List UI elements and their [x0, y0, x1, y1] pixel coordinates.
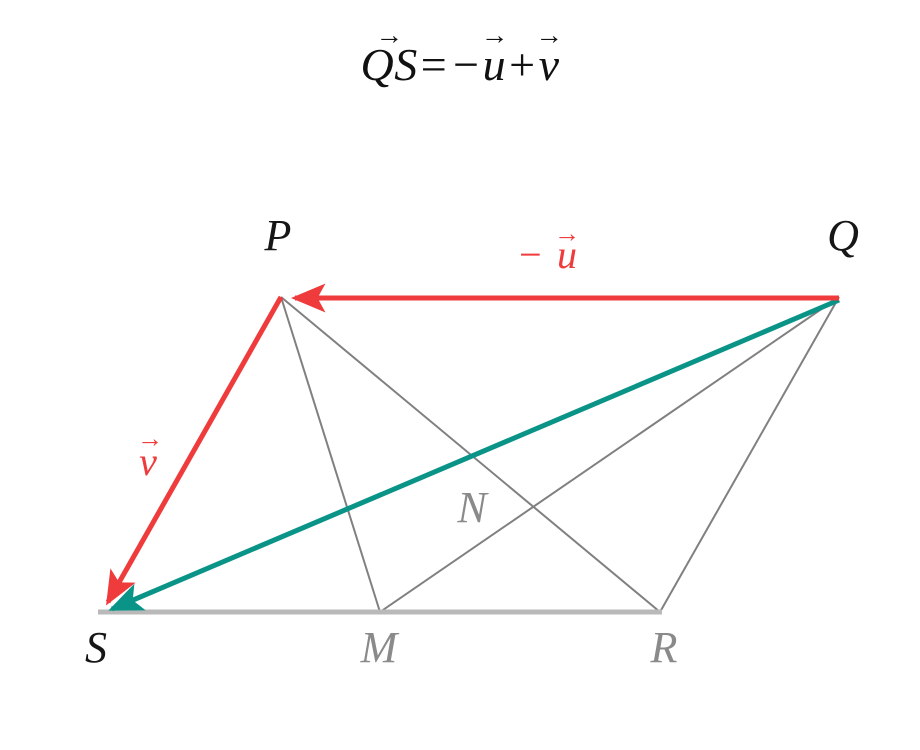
equation-term-v: →v	[536, 21, 564, 91]
segment-Q-R	[659, 296, 840, 613]
point-label-P: P	[264, 211, 292, 260]
vector-label-minus-u-sign: −	[517, 232, 544, 277]
equation-title: →QS=−→u+→v	[0, 21, 920, 91]
segment-Q-M	[379, 296, 840, 613]
vector-arrow-icon: →	[137, 424, 163, 453]
segment-P-M	[280, 296, 381, 613]
equation-term-u: →u	[481, 21, 509, 91]
vector-label-minus-u: u	[557, 232, 577, 277]
equation-term-v-text: v	[538, 39, 560, 90]
equation-lhs-vector: →QS	[360, 21, 418, 91]
vector-figure: P Q S M R N − u → v →	[0, 150, 920, 710]
point-label-N: N	[456, 483, 489, 532]
point-label-M: M	[360, 623, 400, 672]
vector-arrow-icon: →	[554, 219, 580, 248]
equation-plus-sign: +	[509, 39, 536, 90]
figure-svg: P Q S M R N − u → v →	[85, 211, 859, 672]
vector-text-labels: − u → v →	[137, 219, 580, 484]
vector-QS-resultant	[108, 297, 840, 612]
vector-arrows	[105, 283, 840, 612]
equation-equals: =	[420, 39, 448, 90]
point-label-R: R	[650, 623, 678, 672]
equation-minus-sign: −	[453, 39, 480, 90]
vector-v	[105, 295, 284, 606]
point-labels: P Q S M R N	[85, 211, 859, 672]
vector-label-v: v	[139, 439, 157, 484]
equation-lhs-text: QS	[360, 39, 418, 90]
equation-term-u-text: u	[482, 39, 507, 90]
gray-construction-lines	[98, 296, 840, 615]
point-label-Q: Q	[827, 211, 859, 260]
point-label-S: S	[85, 623, 107, 672]
